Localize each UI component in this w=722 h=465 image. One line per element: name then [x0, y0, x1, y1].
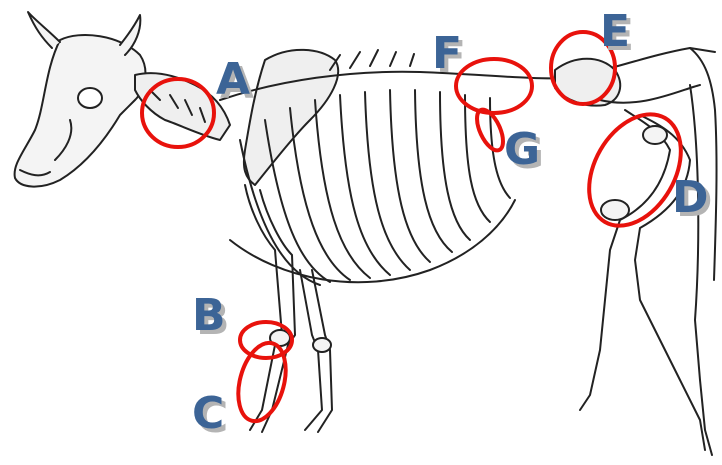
label-g-text: G — [504, 128, 540, 172]
skeleton-drawing — [15, 12, 717, 455]
label-a-text: A — [216, 58, 250, 102]
label-c-text: C — [192, 392, 224, 436]
label-d: D — [672, 176, 709, 220]
label-b: B — [192, 294, 226, 338]
pelvis — [555, 59, 700, 106]
label-g: G — [504, 128, 540, 172]
label-f: F — [432, 32, 462, 76]
label-f-text: F — [432, 32, 462, 76]
label-c: C — [192, 392, 224, 436]
tail — [690, 48, 717, 280]
label-a: A — [216, 58, 250, 102]
hind-legs — [580, 85, 712, 455]
label-b-text: B — [192, 294, 226, 338]
label-e-text: E — [600, 10, 630, 54]
label-e: E — [600, 10, 630, 54]
marker-circle-f — [456, 59, 532, 113]
label-d-text: D — [672, 176, 709, 220]
skull — [15, 12, 146, 187]
